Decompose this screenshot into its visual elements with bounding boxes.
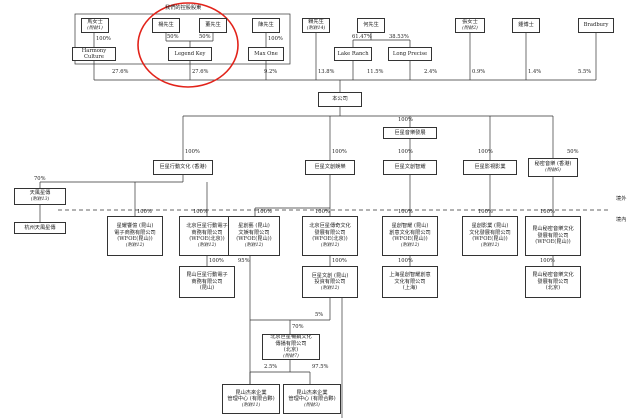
sub-starmusic: 巨星音樂發展 (383, 127, 437, 139)
company: 本公司 (318, 92, 362, 107)
pct-kswh-media: 70% (292, 324, 304, 330)
pct-zhang-co: 0.9% (472, 69, 486, 75)
sub-beijing-xingdong: 北京巨星行動電子 商務有限公司 (WFOE(北京)) (附註12) (179, 216, 235, 256)
pct-xingdong-xinghui: 100% (137, 209, 152, 215)
pct-lakeranch-co: 11.5% (367, 69, 384, 75)
shareholder-yang: 楊先生 (152, 18, 180, 33)
holdco-lakeranch: Lake Ranch (334, 47, 372, 61)
shareholder-lai: 賴先生 (附註14) (302, 18, 330, 33)
pct-bradbury-co: 5.5% (578, 69, 592, 75)
pct-co-xingdong: 100% (185, 149, 200, 155)
controlling-shareholders-label: 我們的控股股東 (165, 5, 202, 11)
pct-media-a: 2.5% (264, 364, 278, 370)
pct-co-wenhua: 100% (332, 149, 347, 155)
holdco-maxone: Max One (248, 47, 284, 61)
pct-co-yingshi: 100% (478, 149, 493, 155)
onshore-label: 境內 (616, 217, 627, 223)
pct-media-b: 97.5% (312, 364, 329, 370)
sub-kunshan-b: 昆山杰來企業 管理中心 (有限合夥) (附註3) (283, 384, 341, 414)
pct-xc-shanghai: 100% (398, 258, 413, 264)
sub-xingdong: 巨星行動文化 (香港) (153, 160, 213, 175)
pct-co-starmusic: 100% (398, 117, 413, 123)
pct-dong-legend: 50% (199, 34, 211, 40)
pct-starmusic-chuangzhi: 100% (398, 149, 413, 155)
pct-lai-co: 13.8% (318, 69, 335, 75)
sub-tianqi: 天風星傳 (附註13) (14, 188, 66, 205)
pct-xingdong-tianqi: 70% (34, 176, 46, 182)
sub-wenhua: 巨星文創娛樂 (305, 160, 355, 175)
shareholder-ma: 馬女士 (附註1) (81, 18, 109, 33)
pct-wenhua-bjwh: 100% (315, 209, 330, 215)
pct-he-longprecise: 38.53% (389, 34, 409, 40)
shareholder-bradbury: Bradbury (578, 18, 614, 33)
pct-secret-ks: 100% (540, 209, 555, 215)
sub-shanghai: 上海星創智耀創意 文化有限公司 (上海) (382, 266, 438, 298)
pct-bjwh-kswh: 100% (332, 258, 347, 264)
highlight-circle (137, 2, 239, 88)
pct-zhong-co: 1.4% (528, 69, 542, 75)
pct-he-lakeranch: 61.47% (352, 34, 372, 40)
sub-chuangzhi: 巨星文創智耀 (383, 160, 437, 175)
sub-secret: 秘密音樂 (香港) (附註6) (528, 158, 578, 177)
shareholder-chen: 陳先生 (252, 18, 280, 33)
pct-yingshi-xy: 100% (478, 209, 493, 215)
shareholder-zhong: 鍾博士 (512, 18, 540, 33)
offshore-label: 境外 (616, 196, 627, 202)
sub-kunshan-wenhua: 巨星文創 (昆山) 投資有限公司 (附註12) (302, 266, 358, 298)
pct-longprecise-co: 2.4% (424, 69, 438, 75)
top-shareholder-frame (74, 13, 291, 65)
sub-beijing-secret: 昆山秘密音樂文化 發展有限公司 (北京) (525, 266, 581, 298)
sub-kunshan-xingdong: 昆山巨星行動電子 商務有限公司 (昆山) (179, 266, 235, 298)
sub-hangzhou: 杭州天風星傳 (14, 222, 66, 234)
pct-chen-maxone: 100% (268, 36, 283, 42)
sub-kunshan-secret: 昆山秘密音樂文化 發展有限公司 (WFOE(昆山)) (525, 216, 581, 256)
pct-chuangzhi-xc: 100% (398, 209, 413, 215)
pct-ma-harmony: 100% (96, 36, 111, 42)
sub-xingmei: 星創藝 (昆山) 文娛有限公司 (WFOE(昆山)) (附註12) (228, 216, 280, 256)
pct-xingdong-bjxd: 100% (193, 209, 208, 215)
sub-kunshan-a: 昆山杰來企業 管理中心 (有限合夥) (附註11) (222, 384, 280, 414)
sub-beijing-media: 北京巨星暢銷文化 傳播有限公司 (北京) (附註7) (262, 334, 320, 360)
pct-legend-co: 27.6% (192, 69, 209, 75)
pct-kswh-5: 5% (315, 312, 324, 318)
pct-bjxd-ksxd: 100% (209, 258, 224, 264)
shareholder-dong: 董先生 (199, 18, 227, 33)
holdco-longprecise: Long Precise (388, 47, 432, 61)
pct-co-secret: 50% (567, 149, 579, 155)
pct-xingmei-95: 95% (238, 258, 250, 264)
pct-maxone-co: 9.2% (264, 69, 278, 75)
holdco-harmony: Harmony Culture (72, 47, 116, 61)
pct-ks-bjsecret: 100% (540, 258, 555, 264)
sub-yingshi: 巨星影視影業 (463, 160, 517, 175)
pct-yang-legend: 50% (167, 34, 179, 40)
sub-xingying: 星創影業 (昆山) 文化發展有限公司 (WFOE(昆山)) (附註12) (462, 216, 518, 256)
pct-wenhua-xingmei: 100% (257, 209, 272, 215)
sub-xingchuang: 星創智耀 (昆山) 創意文化有限公司 (WFOE(昆山)) (附註12) (382, 216, 438, 256)
shareholder-he: 何先生 (357, 18, 385, 33)
pct-harmony-co: 27.6% (112, 69, 129, 75)
sub-beijing-wenhua: 北京巨星傳奇文化 發展有限公司 (WFOE(北京)) (附註12) (302, 216, 358, 256)
sub-xinghui: 星耀響億 (昆山) 電子商務有限公司 (WFOE(昆山)) (附註12) (107, 216, 163, 256)
holdco-legend: Legend Key (168, 47, 212, 61)
shareholder-zhang: 張女士 (附註2) (455, 18, 485, 33)
